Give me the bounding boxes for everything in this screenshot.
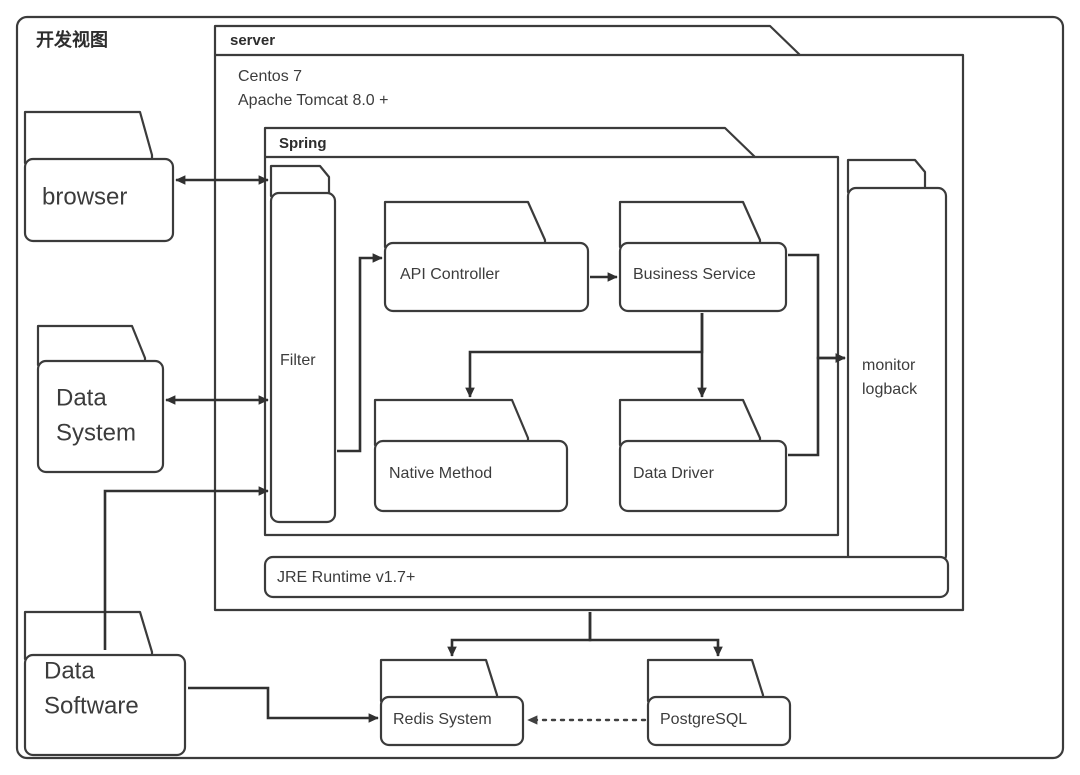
jre-runtime-box: [263, 555, 950, 599]
component-business-service: Business Service: [618, 200, 788, 313]
component-jre-runtime: JRE Runtime v1.7+: [263, 555, 950, 599]
browser-box: [23, 157, 175, 243]
monitor-logback-box: [846, 186, 948, 565]
component-data-system: Data System: [36, 324, 165, 474]
page-title: 开发视图: [36, 29, 108, 50]
server-os-line: Centos 7: [238, 68, 302, 85]
jre-runtime-label: JRE Runtime v1.7+: [277, 569, 415, 586]
data-system-folder-tab: [36, 324, 147, 367]
business-service-label: Business Service: [633, 266, 756, 283]
data-driver-label: Data Driver: [633, 465, 715, 482]
component-data-driver: Data Driver: [618, 398, 788, 513]
native-method-box: [373, 439, 569, 513]
component-monitor-logback: monitor logback: [846, 158, 948, 565]
filter-box: [269, 191, 337, 524]
business-service-box: [618, 241, 788, 313]
postgresql-folder-tab: [646, 658, 765, 703]
data-system-box: [36, 359, 165, 474]
data-software-label-1: Data: [44, 657, 95, 684]
data-software-folder-tab: [23, 610, 154, 661]
connector-data-driver-to-monitor: [788, 353, 846, 457]
server-tomcat-line: Apache Tomcat 8.0 +: [238, 92, 388, 109]
connector-data-software-filter: [103, 486, 269, 650]
data-software-box: [23, 653, 187, 757]
server-tab-label: server: [230, 32, 275, 49]
spring-tab-label: Spring: [279, 135, 327, 152]
connector-data-software-to-redis: [188, 686, 379, 723]
api-controller-label: API Controller: [400, 266, 500, 283]
component-redis-system: Redis System: [379, 658, 525, 747]
native-method-label: Native Method: [389, 465, 492, 482]
redis-folder-tab: [379, 658, 499, 703]
data-system-label-2: System: [56, 419, 136, 446]
filter-label: Filter: [280, 352, 316, 369]
browser-folder-tab: [23, 110, 154, 165]
data-driver-folder-tab: [618, 398, 762, 447]
api-controller-folder-tab: [383, 200, 547, 249]
api-controller-box: [383, 241, 590, 313]
data-software-label-2: Software: [44, 692, 139, 719]
logback-label: logback: [862, 381, 918, 398]
connector-filter-api-controller: [337, 253, 383, 453]
postgresql-box: [646, 695, 792, 747]
postgresql-label: PostgreSQL: [660, 711, 747, 728]
business-service-folder-tab: [618, 200, 762, 249]
component-postgresql: PostgreSQL: [646, 658, 792, 747]
component-browser: browser: [23, 110, 175, 243]
monitor-label: monitor: [862, 357, 916, 374]
component-data-software: Data Software: [23, 610, 187, 757]
monitor-logback-folder-tab: [846, 158, 927, 194]
component-native-method: Native Method: [373, 398, 569, 513]
native-method-folder-tab: [373, 398, 530, 447]
browser-label: browser: [42, 183, 127, 210]
data-driver-box: [618, 439, 788, 513]
data-system-label-1: Data: [56, 384, 107, 411]
redis-box: [379, 695, 525, 747]
component-filter: Filter: [269, 164, 337, 524]
redis-label: Redis System: [393, 711, 492, 728]
filter-folder-tab: [269, 164, 331, 198]
component-api-controller: API Controller: [383, 200, 590, 313]
connector-server-to-postgresql: [588, 612, 723, 657]
